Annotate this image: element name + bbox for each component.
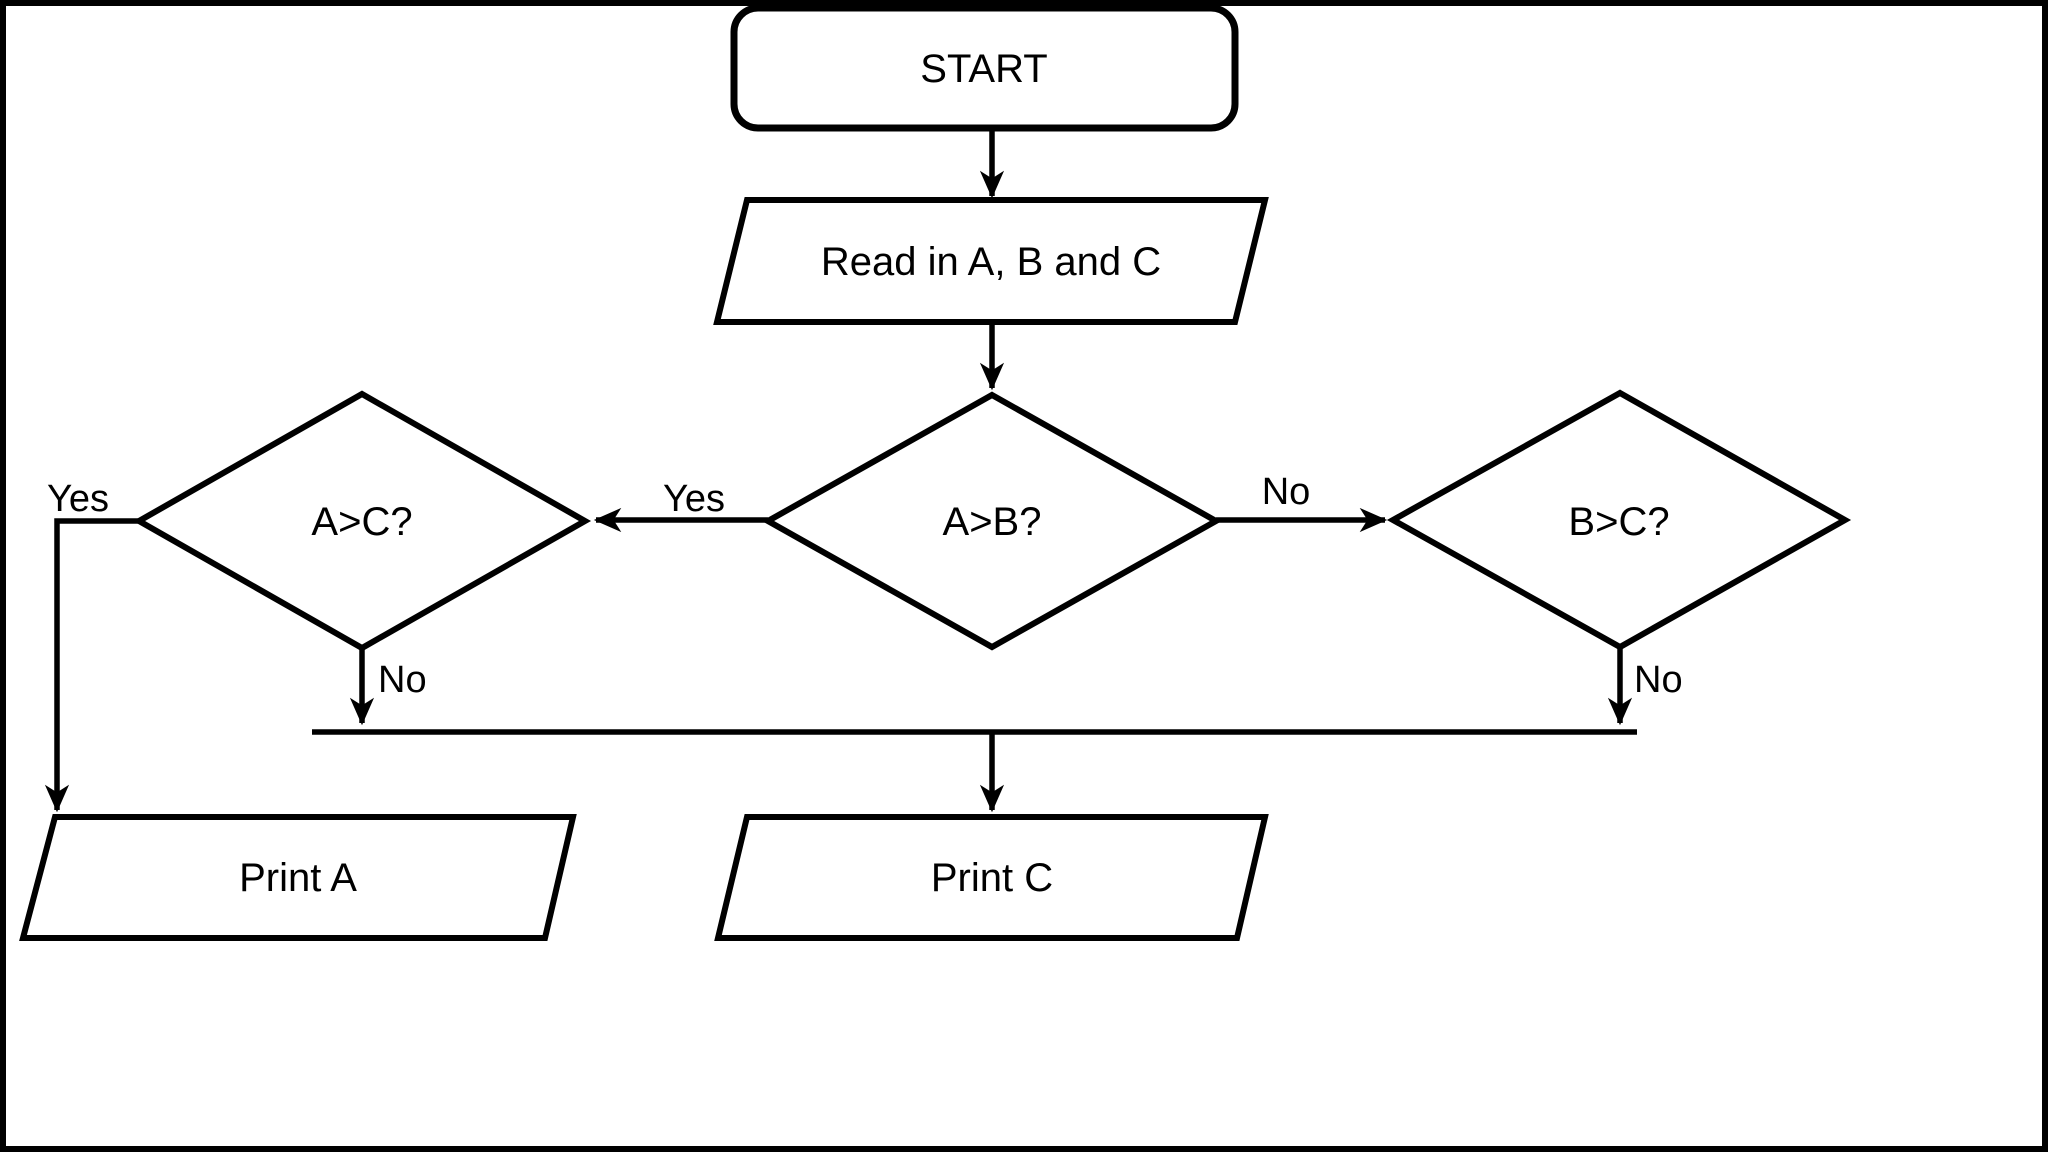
print-a-node	[19, 814, 577, 941]
decision-b-gt-c-label: B>C?	[1568, 500, 1669, 544]
decision-a-gt-b-node	[761, 391, 1223, 651]
edge-label-yes-center: Yes	[663, 478, 725, 520]
edge-yes-to-print-a	[44, 518, 138, 813]
print-c-node	[714, 814, 1269, 941]
decision-a-gt-c-label: A>C?	[311, 500, 412, 544]
read-input-node	[713, 197, 1269, 325]
decision-a-gt-b-label: A>B?	[943, 500, 1042, 544]
start-node	[730, 4, 1239, 132]
print-c-label: Print C	[931, 856, 1053, 900]
start-label: START	[920, 47, 1047, 91]
edge-label-no-left-branch: No	[378, 659, 427, 701]
edge-label-yes-left: Yes	[47, 478, 109, 520]
read-input-label: Read in A, B and C	[821, 240, 1161, 284]
edge-label-no-center: No	[1262, 471, 1311, 513]
edge-label-no-right-branch: No	[1634, 659, 1683, 701]
print-a-label: Print A	[239, 856, 357, 900]
decision-a-gt-c-node	[132, 390, 592, 652]
decision-b-gt-c-node	[1386, 389, 1852, 651]
